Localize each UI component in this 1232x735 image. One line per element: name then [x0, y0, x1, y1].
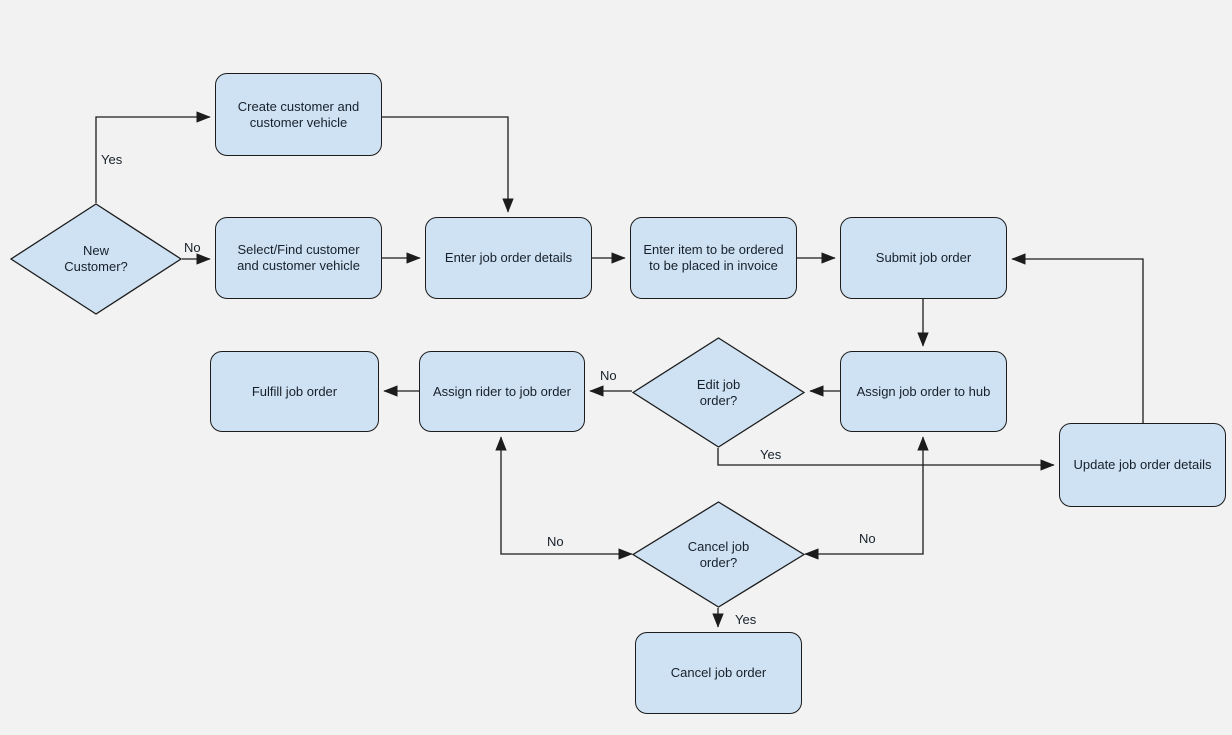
- node-label: Edit job order?: [696, 376, 741, 408]
- node-label: Enter item to be ordered to be placed in…: [643, 242, 784, 273]
- diamond-shape: [632, 337, 805, 448]
- node-enter-job-order-details: Enter job order details: [425, 217, 592, 299]
- edge-edit-yes-to-update: [717, 448, 1055, 471]
- node-label: Submit job order: [875, 250, 972, 265]
- diamond-shape: [10, 203, 182, 315]
- node-label: Update job order details: [1073, 457, 1212, 472]
- node-cancel-job-order-decision: Cancel job order?: [632, 501, 805, 608]
- edge-label-yes: Yes: [101, 152, 123, 167]
- edge-cancel-no-to-rider: [495, 436, 633, 560]
- node-label: Fulfill job order: [251, 383, 338, 399]
- node-label: Cancel job order: [670, 665, 767, 680]
- node-label: Enter job order details: [444, 250, 573, 265]
- edge-label-no: No: [600, 368, 617, 383]
- edge-label-no: No: [859, 531, 876, 546]
- edge-create-to-enterjob: [382, 116, 514, 213]
- node-label: New Customer?: [64, 243, 128, 274]
- node-assign-job-order-to-hub: Assign job order to hub: [840, 351, 1007, 432]
- node-label: Select/Find customer and customer vehicl…: [237, 242, 360, 273]
- edge-update-to-submit: [1011, 253, 1144, 423]
- edge-label-no: No: [547, 534, 564, 549]
- edge-new-customer-yes: [95, 111, 211, 203]
- node-label: Assign job order to hub: [856, 383, 991, 399]
- node-create-customer: Create customer and customer vehicle: [215, 73, 382, 156]
- node-label: Assign rider to job order: [432, 383, 571, 399]
- edge-cancel-no-to-hub: [804, 436, 929, 560]
- edge-label-no: No: [184, 240, 201, 255]
- node-edit-job-order-decision: Edit job order?: [632, 337, 805, 448]
- node-select-customer: Select/Find customer and customer vehicl…: [215, 217, 382, 299]
- node-enter-item: Enter item to be ordered to be placed in…: [630, 217, 797, 299]
- node-fulfill-job-order: Fulfill job order: [210, 351, 379, 432]
- edge-label-yes: Yes: [735, 612, 757, 627]
- node-label: Cancel job order?: [687, 538, 750, 570]
- edge-label-yes: Yes: [760, 447, 782, 462]
- node-new-customer-decision: New Customer?: [10, 203, 182, 315]
- node-submit-job-order: Submit job order: [840, 217, 1007, 299]
- node-label: Create customer and customer vehicle: [237, 98, 360, 130]
- diamond-shape: [632, 501, 805, 608]
- node-cancel-job-order: Cancel job order: [635, 632, 802, 714]
- node-update-job-order-details: Update job order details: [1059, 423, 1226, 507]
- node-assign-rider: Assign rider to job order: [419, 351, 585, 432]
